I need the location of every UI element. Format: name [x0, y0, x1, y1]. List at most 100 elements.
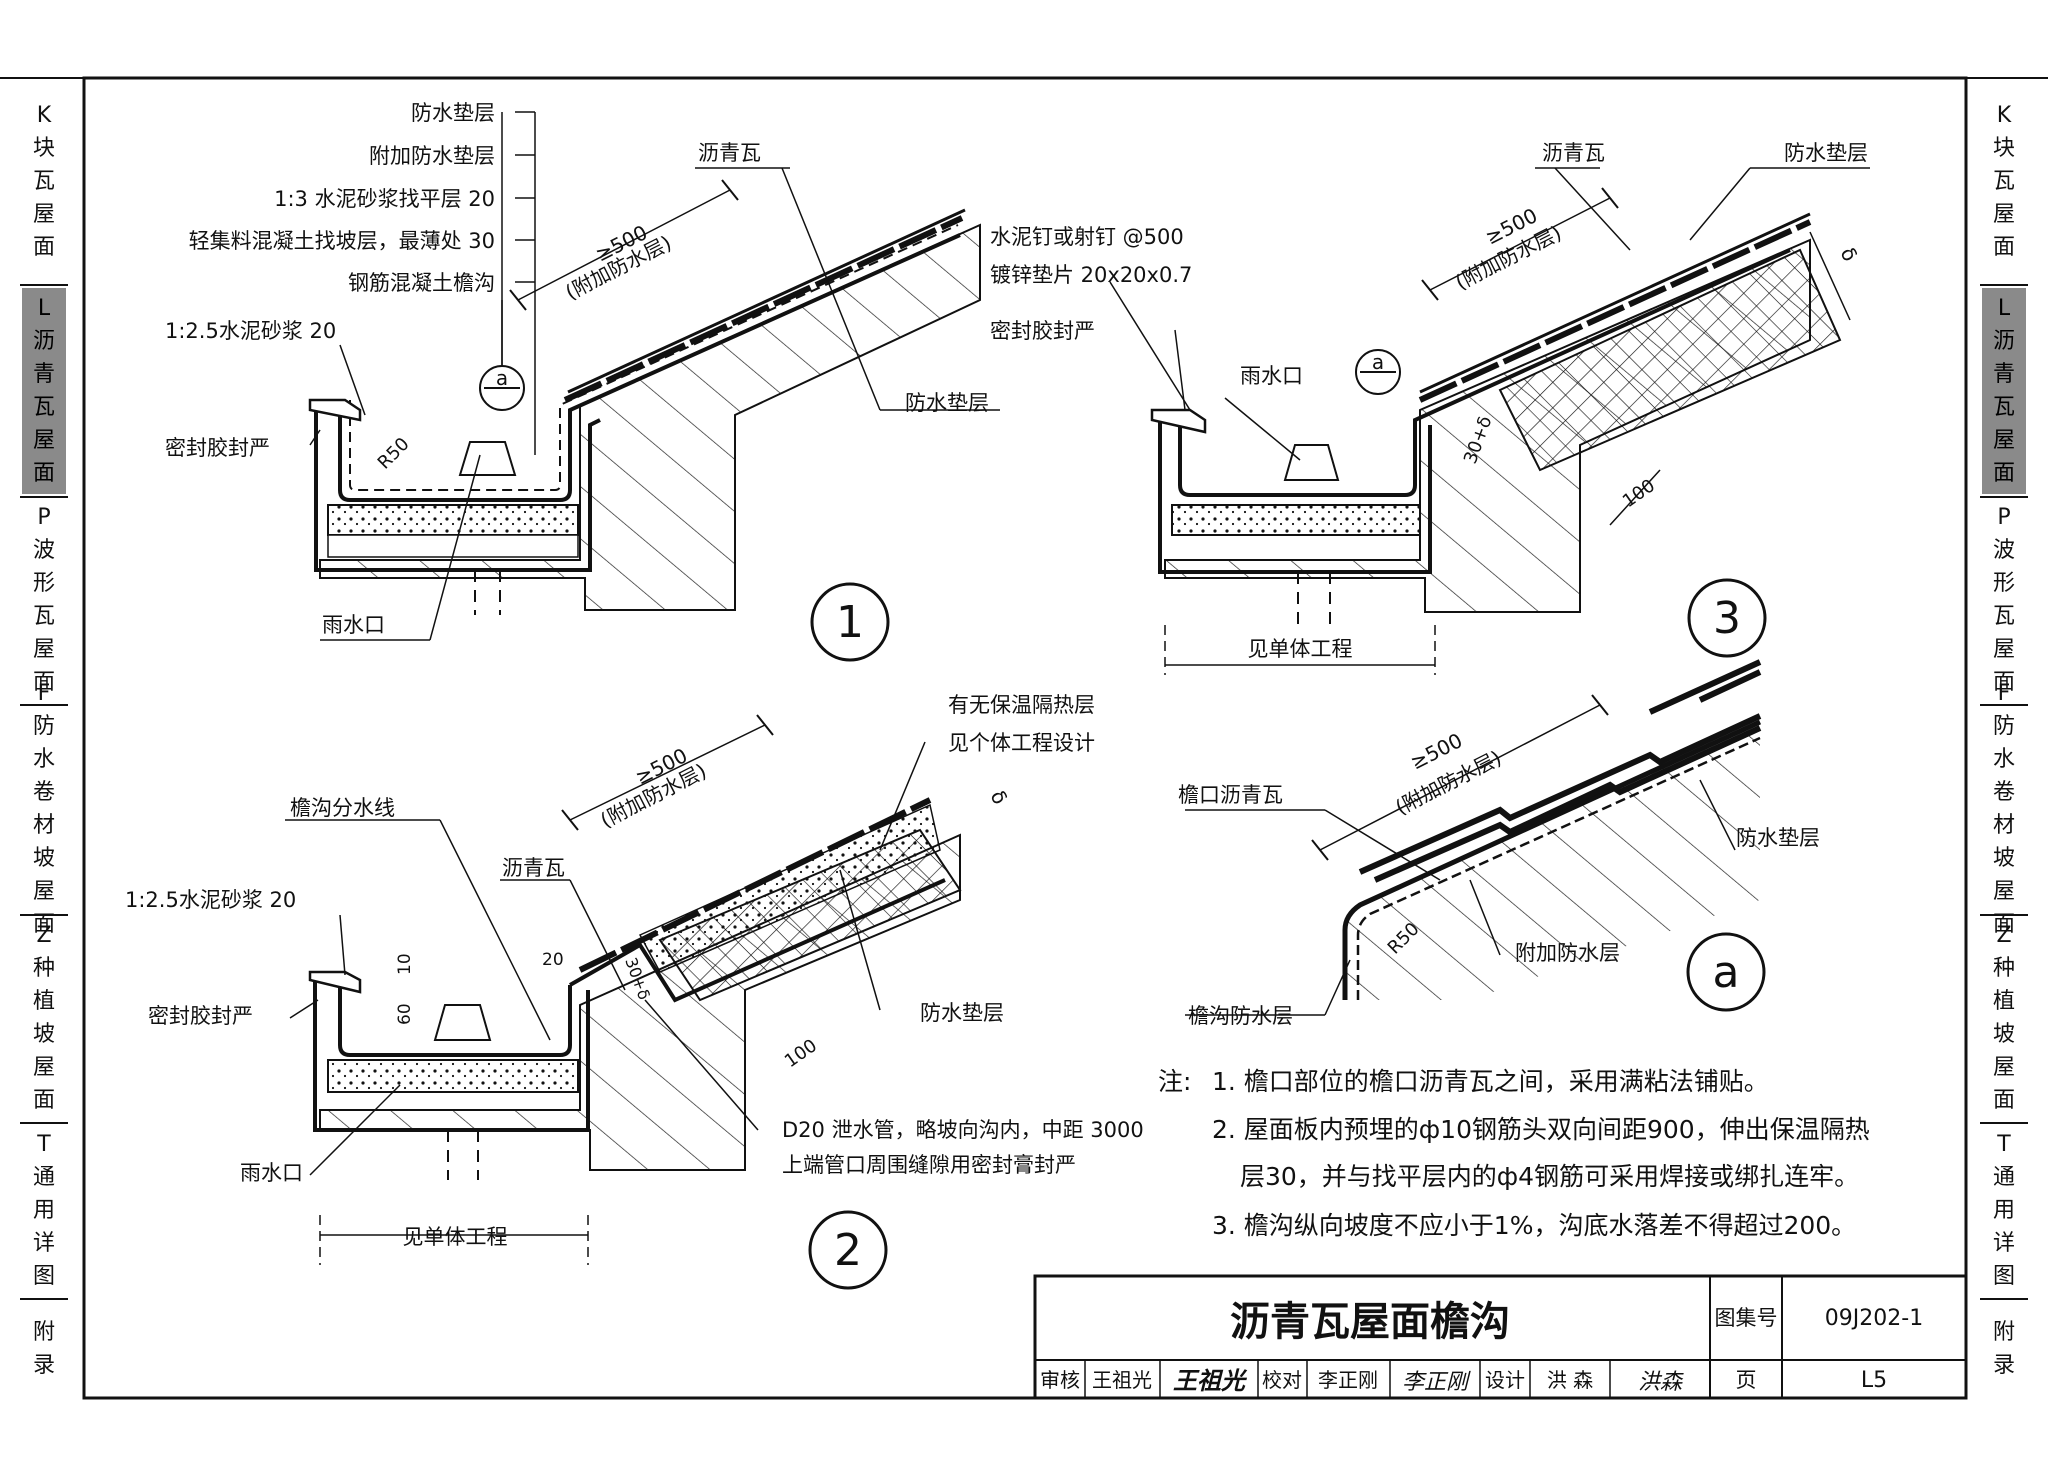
side-tab-divider: [20, 1298, 68, 1300]
side-tab-appendix[interactable]: 附录: [1982, 1300, 2026, 1398]
side-tab-char: 通: [32, 1165, 55, 1190]
detail-1: [308, 111, 1000, 662]
checker-signature: 李正刚: [1402, 1370, 1471, 1395]
side-tab-char: 面: [32, 912, 55, 937]
side-tab-code: P: [1997, 505, 2011, 530]
d1-radius: R50: [374, 434, 414, 474]
atlas-number: 09J202-1: [1825, 1306, 1923, 1331]
d1-mortar-20: 1:2.5水泥砂浆 20: [165, 319, 336, 343]
side-tab-char: 瓦: [1992, 604, 2015, 629]
da-extra-waterproof: 附加防水层: [1515, 941, 1620, 965]
side-tab-char: 卷: [1992, 780, 2015, 805]
detail-3: [1109, 167, 1870, 675]
d1-lightweight-concrete: 轻集料混凝土找坡层，最薄处 30: [189, 229, 495, 253]
side-tab-divider: [1980, 284, 2028, 286]
side-tab-char: 卷: [32, 780, 55, 805]
d1-underlay-right: 防水垫层: [905, 391, 989, 415]
side-tab-char: 面: [32, 1088, 55, 1113]
side-tab-divider: [1980, 1298, 2028, 1300]
side-tab-code: Z: [1996, 923, 2012, 948]
note-3: 3. 檐沟纵向坡度不应小于1%，沟底水落差不得超过200。: [1212, 1211, 1856, 1240]
side-tab-char: 种: [32, 956, 55, 981]
d2-drain-pipe: D20 泄水管，略坡向沟内，中距 3000: [782, 1118, 1144, 1142]
side-tab-code: T: [1997, 1132, 2011, 1157]
d2-asphalt-shingle: 沥青瓦: [502, 856, 565, 880]
d2-number: 2: [834, 1225, 862, 1276]
side-tab-char: 面: [32, 670, 55, 695]
d2-insulation: 有无保温隔热层: [948, 693, 1095, 717]
da-underlay: 防水垫层: [1736, 826, 1820, 850]
d2-dim-10: 10: [395, 953, 415, 975]
side-tab-char: 瓦: [32, 168, 55, 194]
d2-downpipe: 雨水口: [240, 1161, 303, 1185]
d2-sealant: 密封胶封严: [148, 1004, 253, 1028]
side-tab-char: 形: [1992, 571, 2015, 596]
side-tab-char: 形: [32, 571, 55, 596]
sheet-frame: [82, 76, 1968, 1400]
side-tab-appendix[interactable]: 附录: [22, 1300, 66, 1398]
d1-extra-underlay: 附加防水垫层: [369, 144, 495, 168]
side-tab-code: K: [1996, 102, 2012, 128]
side-tab-divider: [20, 914, 68, 916]
note-1: 1. 檐口部位的檐口沥青瓦之间，采用满粘法铺贴。: [1212, 1067, 1769, 1096]
side-tab-char: 水: [1992, 747, 2015, 772]
side-tab-divider: [20, 496, 68, 498]
side-tab-char: 水: [32, 747, 55, 772]
side-tab-divider: [1980, 1122, 2028, 1124]
side-tab-char: 坡: [32, 846, 55, 871]
d3-number: 3: [1713, 593, 1741, 644]
side-tab-char: 坡: [1992, 846, 2015, 871]
d3-see-building: 见单体工程: [1248, 637, 1353, 661]
side-tab-divider: [20, 1122, 68, 1124]
note-2-cont: 层30，并与找平层内的ф4钢筋可采用焊接或绑扎连牢。: [1240, 1162, 1859, 1191]
side-tab-char: 详: [1992, 1231, 2015, 1256]
d1-number: 1: [836, 597, 864, 648]
side-tab-divider: [1980, 704, 2028, 706]
d3-delta: δ: [1836, 243, 1863, 265]
d3-dim-100: 100: [1619, 475, 1659, 512]
d2-divide-line: 檐沟分水线: [290, 796, 395, 820]
d2-insulation2: 见个体工程设计: [948, 731, 1095, 755]
side-tab-char: 波: [32, 538, 55, 563]
d3-sealant: 密封胶封严: [990, 319, 1095, 343]
d1-downpipe: 雨水口: [322, 613, 385, 637]
atlas-label: 图集号: [1715, 1306, 1778, 1330]
reviewer-signature: 王祖光: [1173, 1367, 1248, 1395]
side-tab-char: 屋: [32, 1055, 55, 1080]
d3-downpipe: 雨水口: [1240, 364, 1303, 388]
d1-ref-letter: a: [496, 366, 508, 390]
side-tab-char: 坡: [32, 1022, 55, 1047]
side-tab-char: 屋: [1992, 637, 2015, 662]
side-tab-char: 附: [1992, 1320, 2015, 1345]
side-tab-char: 详: [32, 1231, 55, 1256]
side-tab-char: 用: [32, 1198, 55, 1223]
side-tab-code: F: [37, 681, 51, 706]
side-tab-char: 青: [32, 362, 55, 387]
review-label: 审核: [1040, 1368, 1080, 1392]
side-tab-code: Z: [36, 923, 52, 948]
side-tab-char: 沥: [32, 329, 55, 354]
side-tab-char: 面: [1992, 461, 2015, 486]
title-block: [1033, 1274, 1968, 1400]
side-tab-char: 块: [1992, 135, 2015, 161]
side-tab-char: 面: [1992, 234, 2015, 260]
d2-underlay: 防水垫层: [920, 1001, 1004, 1025]
d2-drain-pipe2: 上端管口周围缝隙用密封膏封严: [782, 1153, 1076, 1177]
d1-asphalt-shingle: 沥青瓦: [698, 141, 761, 165]
side-tab-char: 种: [1992, 956, 2015, 981]
d1-waterproof-underlay: 防水垫层: [411, 101, 495, 125]
side-tab-char: 屋: [1992, 201, 2015, 227]
notes-prefix: 注:: [1158, 1067, 1191, 1096]
